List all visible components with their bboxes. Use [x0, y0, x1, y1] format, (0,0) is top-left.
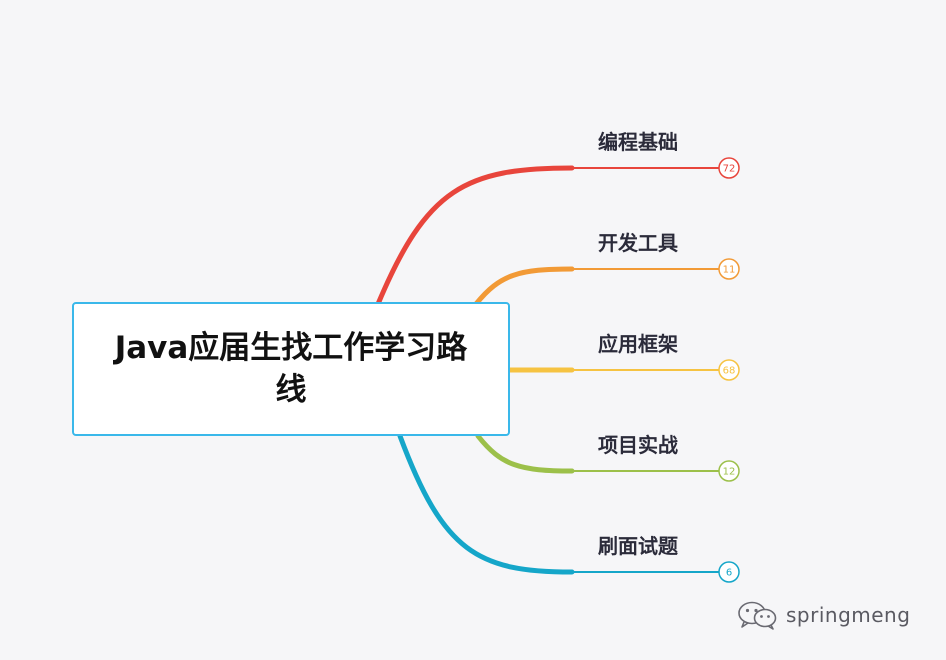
branch-count: 72	[723, 164, 736, 175]
branch-label[interactable]: 开发工具	[598, 231, 678, 255]
branch-connector	[397, 433, 575, 575]
branch-label[interactable]: 项目实战	[598, 433, 678, 457]
branch-connector	[473, 266, 575, 307]
branch-count-badge[interactable]: 11	[718, 258, 740, 280]
watermark: springmeng	[736, 600, 910, 630]
branch-count: 6	[726, 568, 732, 579]
branch-count-badge[interactable]: 72	[718, 157, 740, 179]
branch-count-badge[interactable]: 12	[718, 460, 740, 482]
branch-count-badge[interactable]: 68	[718, 359, 740, 381]
branch-connector	[475, 433, 575, 474]
branch-count-badge[interactable]: 6	[718, 561, 740, 583]
branch-count: 68	[723, 366, 736, 377]
branch-label[interactable]: 编程基础	[598, 130, 678, 154]
branch-label[interactable]: 刷面试题	[598, 534, 678, 558]
branch-connector	[375, 165, 575, 307]
branch-count: 12	[723, 467, 736, 478]
wechat-icon	[738, 601, 777, 630]
root-node[interactable]: Java应届生找工作学习路线	[72, 302, 510, 436]
root-title: Java应届生找工作学习路线	[114, 330, 468, 408]
branch-count: 11	[723, 265, 736, 276]
watermark-text: springmeng	[786, 603, 911, 627]
branch-label[interactable]: 应用框架	[598, 332, 678, 356]
